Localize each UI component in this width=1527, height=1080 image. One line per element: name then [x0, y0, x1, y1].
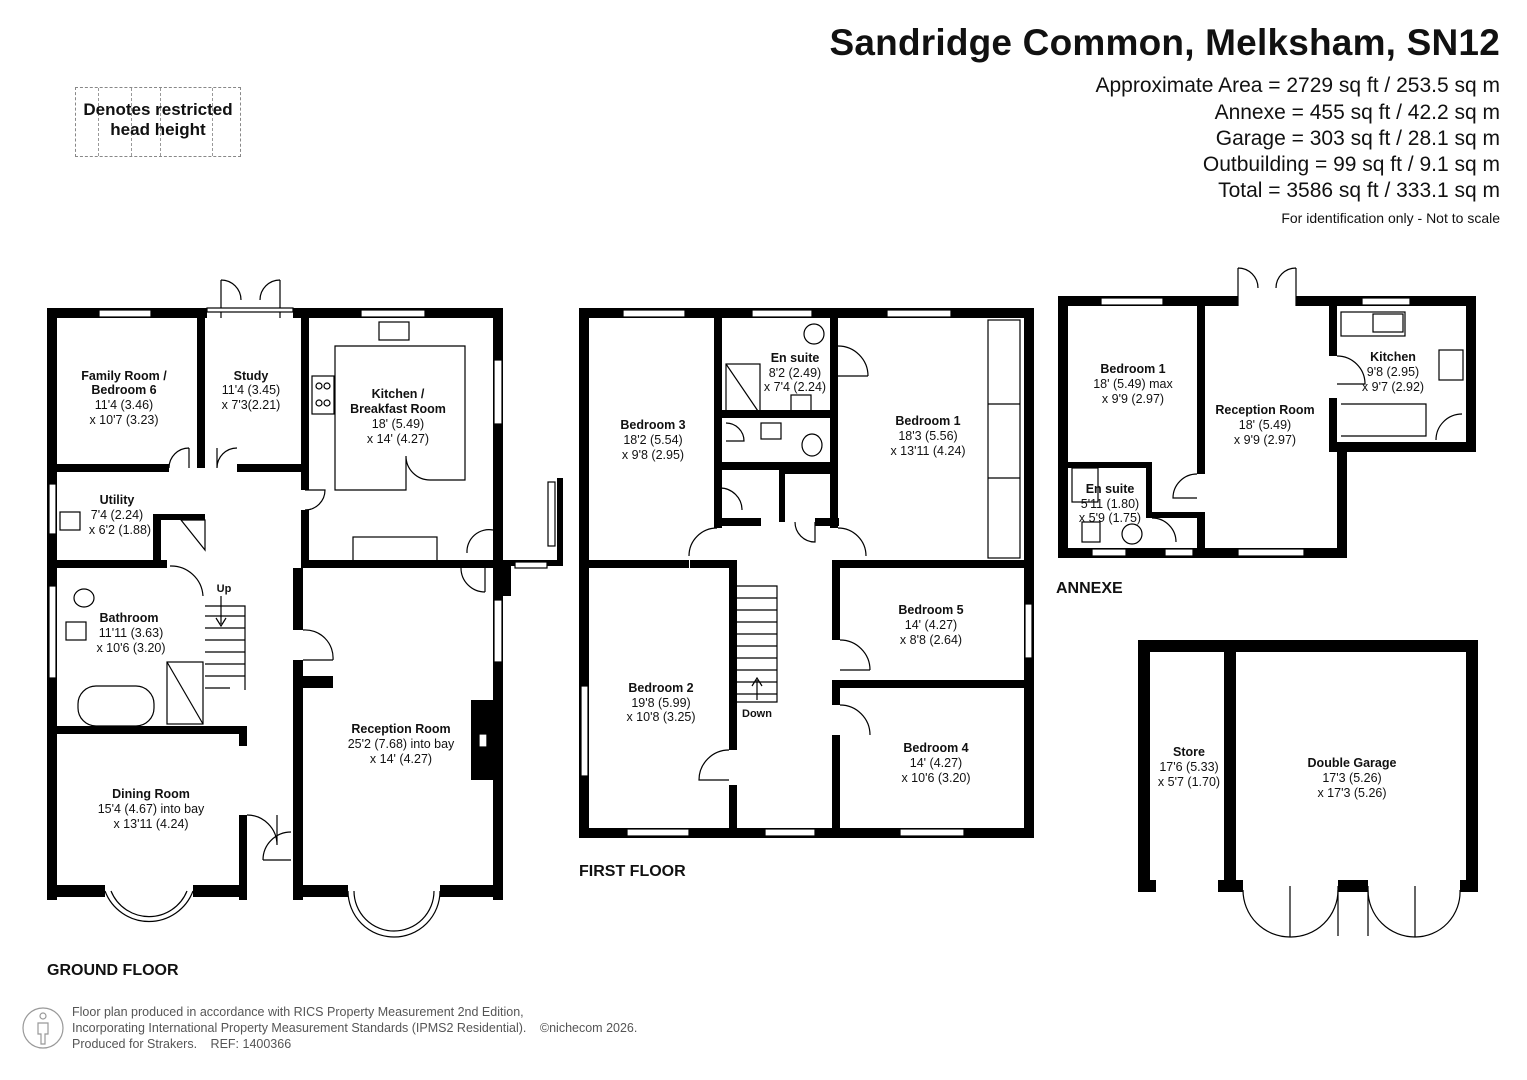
reference: REF: 1400366	[210, 1037, 292, 1051]
annexe-reception-dim: 18' (5.49)	[1239, 418, 1291, 432]
bedroom2-dim-2: x 10'8 (3.25)	[626, 710, 695, 724]
bedroom1-dim-2: x 13'11 (4.24)	[890, 444, 965, 458]
annexe-bedroom1-label: Bedroom 1	[1100, 362, 1165, 376]
utility-dim-2: x 6'2 (1.88)	[89, 523, 151, 537]
store-label: Store	[1173, 745, 1205, 759]
bedroom3-label: Bedroom 3	[620, 418, 685, 432]
bedroom3-dim: 18'2 (5.54)	[623, 433, 682, 447]
garage-dim: 17'3 (5.26)	[1322, 771, 1381, 785]
legend-line-2: head height	[110, 120, 206, 139]
garage-dim-2: x 17'3 (5.26)	[1317, 786, 1386, 800]
legend-line-1: Denotes restricted	[83, 100, 233, 119]
annexe-ensuite-dim-2: x 5'9 (1.75)	[1079, 511, 1141, 525]
study-dim: 11'4 (3.45)	[222, 383, 280, 397]
bathroom-dim-2: x 10'6 (3.20)	[96, 641, 165, 655]
dining-dim-2: x 13'11 (4.24)	[113, 817, 188, 831]
footer-line-2-text: Incorporating International Property Mea…	[72, 1021, 527, 1035]
annexe-ensuite-label: En suite	[1086, 482, 1135, 496]
kitchen-dim: 18' (5.49)	[372, 417, 424, 431]
reception-dim-2: x 14' (4.27)	[370, 752, 432, 766]
ground-floor-walls	[47, 308, 563, 900]
garage-area: Garage = 303 sq ft / 28.1 sq m	[1215, 127, 1500, 150]
bedroom4-dim-2: x 10'6 (3.20)	[901, 771, 970, 785]
bedroom1-label: Bedroom 1	[895, 414, 960, 428]
annexe-reception-label: Reception Room	[1215, 403, 1314, 417]
family-room-label-2: Bedroom 6	[91, 383, 156, 397]
study-dim-2: x 7'3(2.21)	[222, 398, 281, 412]
ensuite-dim: 8'2 (2.49)	[769, 366, 821, 380]
annexe-bedroom1-dim-2: x 9'9 (2.97)	[1102, 392, 1164, 406]
stairs-up-label: Up	[217, 583, 232, 595]
kitchen-label-2: Breakfast Room	[350, 402, 446, 416]
family-room-dim: 11'4 (3.46)	[95, 398, 153, 412]
utility-label: Utility	[100, 493, 135, 507]
family-room-dim-2: x 10'7 (3.23)	[89, 413, 158, 427]
family-room-label: Family Room /	[81, 369, 167, 383]
utility-dim: 7'4 (2.24)	[91, 508, 143, 522]
annexe-bedroom1-dim: 18' (5.49) max	[1093, 377, 1173, 391]
reception-label: Reception Room	[351, 722, 450, 736]
scale-note: For identification only - Not to scale	[1281, 210, 1500, 226]
produced-for: Produced for Strakers.	[72, 1037, 198, 1051]
annexe-ensuite-dim: 5'11 (1.80)	[1081, 497, 1139, 511]
bedroom2-label: Bedroom 2	[628, 681, 693, 695]
person-icon	[22, 1007, 64, 1049]
restricted-height-legend: Denotes restricted head height	[75, 87, 241, 157]
bathroom-dim: 11'11 (3.63)	[99, 626, 163, 640]
garage-label: Double Garage	[1308, 756, 1397, 770]
copyright: ©nichecom 2026.	[539, 1021, 638, 1035]
plan-title: Sandridge Common, Melksham, SN12	[829, 22, 1500, 63]
ensuite-label: En suite	[771, 351, 820, 365]
bedroom1-dim: 18'3 (5.56)	[898, 429, 957, 443]
annexe-kitchen-label: Kitchen	[1370, 350, 1416, 364]
bedroom2-dim: 19'8 (5.99)	[631, 696, 690, 710]
store-dim: 17'6 (5.33)	[1159, 760, 1218, 774]
study-label: Study	[234, 369, 269, 383]
footer-line-2: Incorporating International Property Mea…	[72, 1020, 637, 1036]
annexe-area: Annexe = 455 sq ft / 42.2 sq m	[1214, 101, 1500, 124]
ground-floor-label: GROUND FLOOR	[47, 962, 179, 979]
bedroom4-dim: 14' (4.27)	[910, 756, 962, 770]
annexe-reception-dim-2: x 9'9 (2.97)	[1234, 433, 1296, 447]
kitchen-dim-2: x 14' (4.27)	[367, 432, 429, 446]
footer-text: Floor plan produced in accordance with R…	[72, 1004, 637, 1052]
approx-area: Approximate Area = 2729 sq ft / 253.5 sq…	[1095, 74, 1501, 97]
bedroom5-dim-2: x 8'8 (2.64)	[900, 633, 962, 647]
ensuite-dim-2: x 7'4 (2.24)	[764, 380, 826, 394]
reception-dim: 25'2 (7.68) into bay	[348, 737, 455, 751]
total-area: Total = 3586 sq ft / 333.1 sq m	[1218, 179, 1500, 202]
bedroom3-dim-2: x 9'8 (2.95)	[622, 448, 684, 462]
bathroom-label: Bathroom	[99, 611, 158, 625]
ground-floor-windows	[48, 309, 556, 748]
footer-line-3: Produced for Strakers. REF: 1400366	[72, 1036, 637, 1052]
annexe-kitchen-dim: 9'8 (2.95)	[1367, 365, 1419, 379]
dining-dim: 15'4 (4.67) into bay	[98, 802, 205, 816]
garage-walls	[1138, 640, 1478, 892]
dining-bay	[104, 890, 194, 923]
outbuilding-area: Outbuilding = 99 sq ft / 9.1 sq m	[1202, 153, 1500, 176]
footer-line-1: Floor plan produced in accordance with R…	[72, 1005, 524, 1019]
annexe-kitchen-dim-2: x 9'7 (2.92)	[1362, 380, 1424, 394]
dining-label: Dining Room	[112, 787, 190, 801]
kitchen-label: Kitchen /	[372, 387, 425, 401]
bedroom5-dim: 14' (4.27)	[905, 618, 957, 632]
stairs-down-label: Down	[742, 708, 772, 720]
annexe-label: ANNEXE	[1056, 580, 1123, 597]
bedroom4-label: Bedroom 4	[903, 741, 968, 755]
bedroom5-label: Bedroom 5	[898, 603, 963, 617]
store-dim-2: x 5'7 (1.70)	[1158, 775, 1220, 789]
first-floor-label: FIRST FLOOR	[579, 863, 686, 880]
annexe-windows	[1091, 297, 1411, 557]
first-floor-windows	[580, 309, 1033, 837]
